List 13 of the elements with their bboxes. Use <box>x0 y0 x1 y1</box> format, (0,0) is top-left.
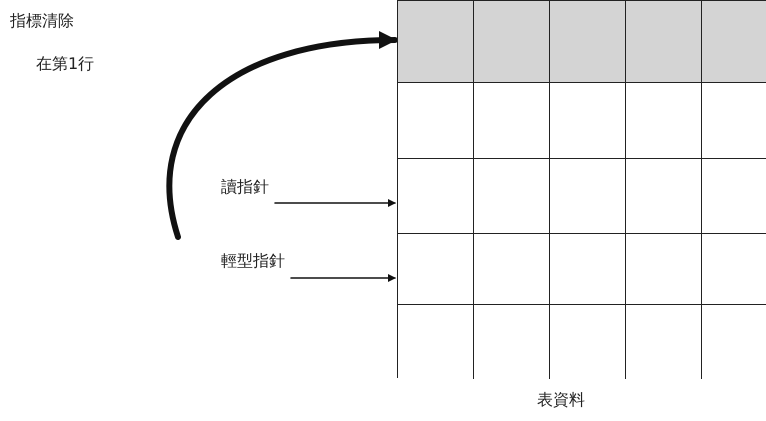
table-row <box>398 83 766 159</box>
note-text: 指標清除 <box>10 11 74 31</box>
table-row <box>398 234 766 305</box>
table-row <box>398 159 766 234</box>
note-text: 在第1行 <box>36 54 94 74</box>
pointer-label: 讀指針 <box>221 177 275 203</box>
table-caption: 表資料 <box>537 390 585 410</box>
pointer-label: 輕型指針 <box>221 251 291 278</box>
table-row <box>398 1 766 83</box>
arrow <box>290 274 396 282</box>
table-row <box>398 305 766 379</box>
curved-arrow <box>166 32 398 240</box>
arrow <box>274 199 396 207</box>
